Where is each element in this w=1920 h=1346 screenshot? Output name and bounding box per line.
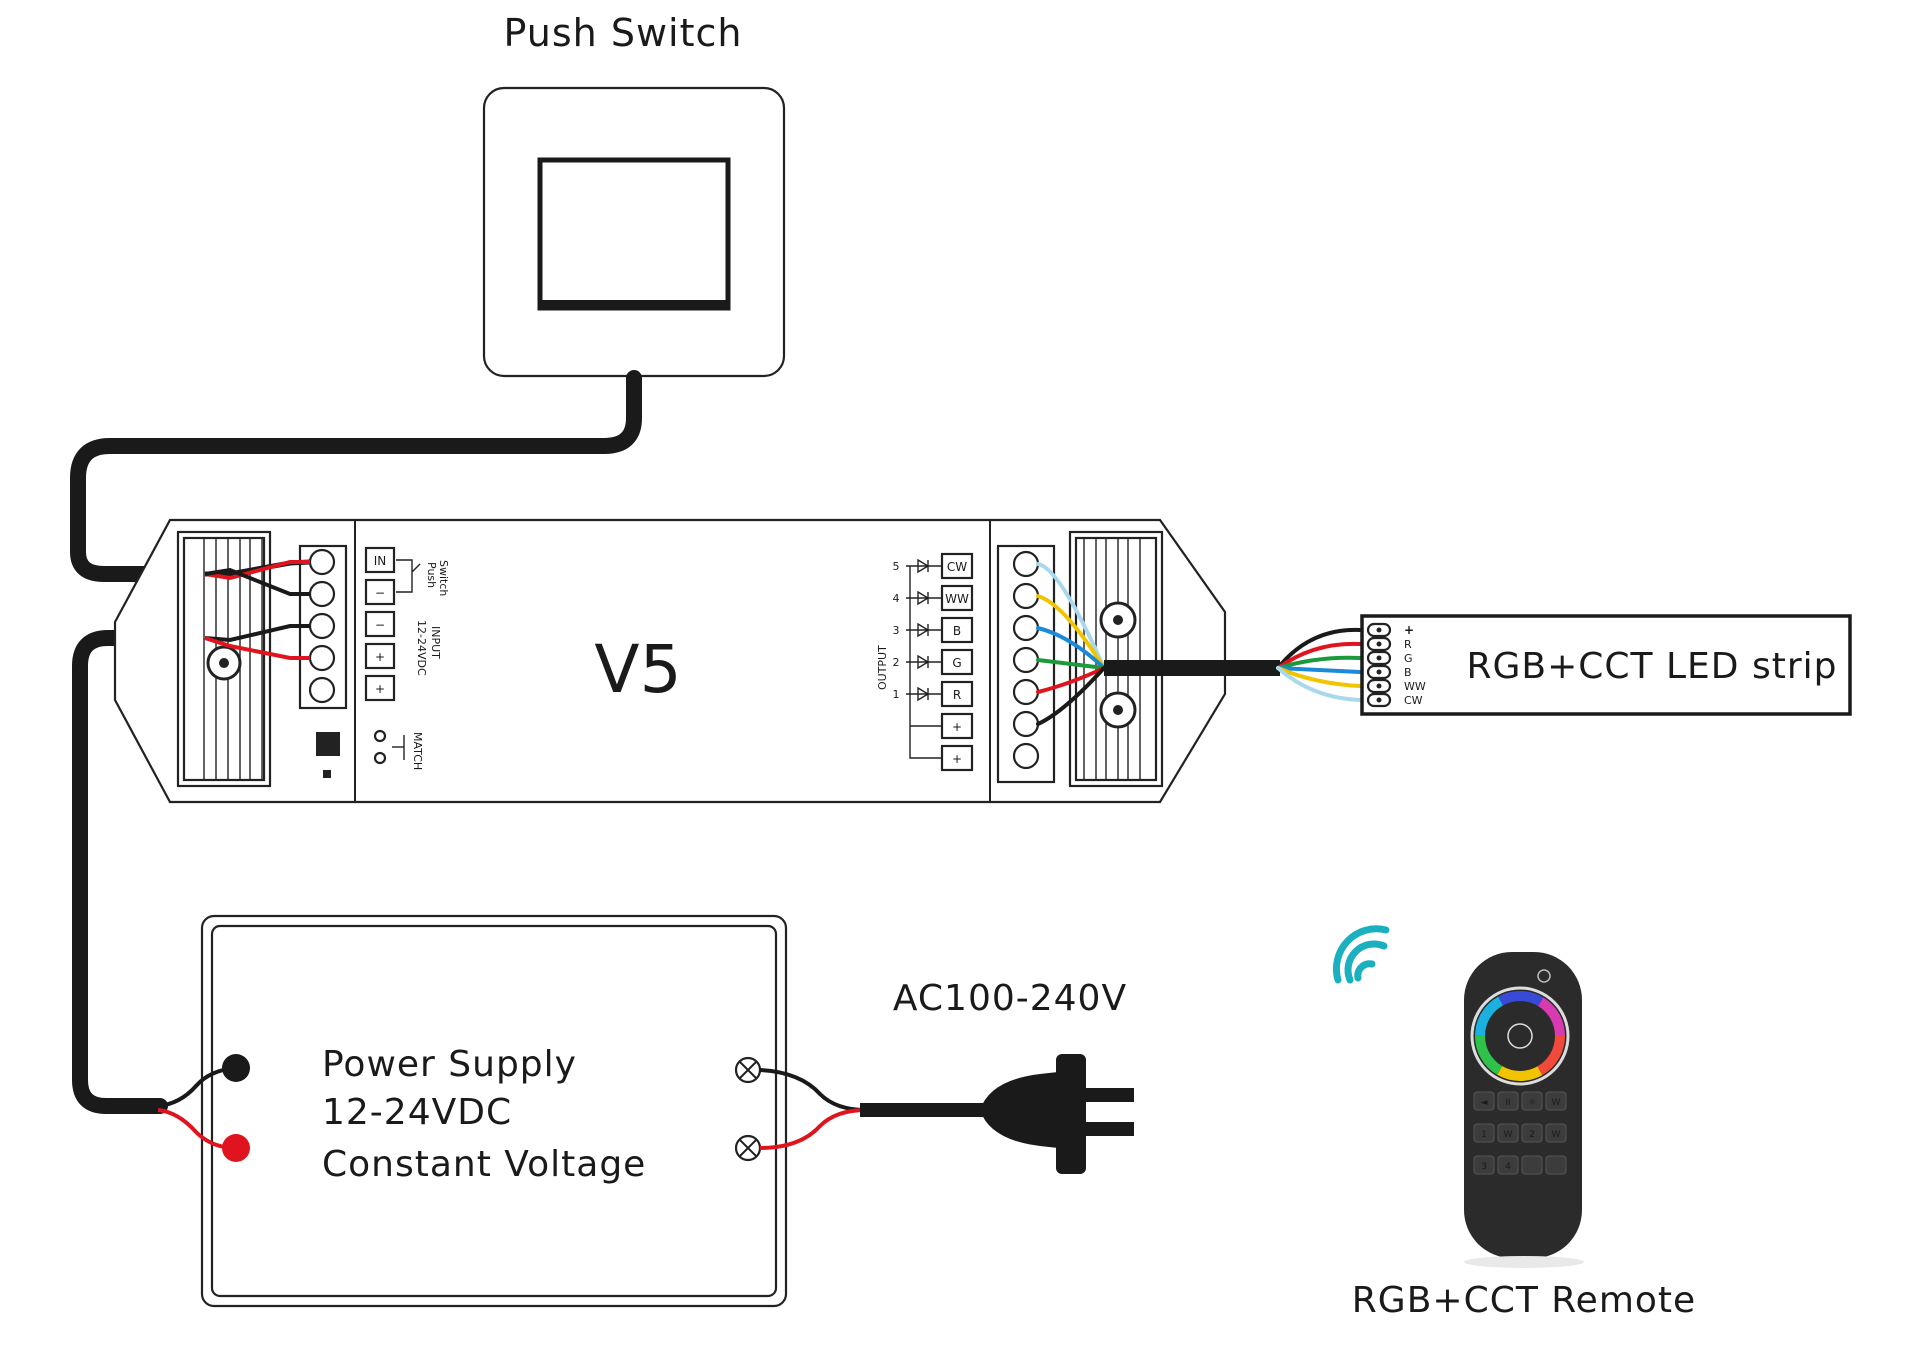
input-pin-minus-2: − — [375, 618, 385, 632]
output-pin-cw: CW — [947, 560, 967, 574]
remote-key-10: 4 — [1505, 1162, 1511, 1172]
remote-key-5: 1 — [1481, 1130, 1487, 1140]
push-switch-label: Push Switch — [504, 11, 743, 55]
remote-key-8: W — [1552, 1130, 1561, 1140]
power-supply: Power Supply 12-24VDC Constant Voltage — [200, 914, 788, 1308]
output-pin-r: R — [953, 688, 961, 702]
controller-model-label: V5 — [594, 631, 681, 708]
output-terminal-block: CW WW B G R + + 5 4 3 2 1 OUTPUT — [876, 552, 974, 772]
strip-pin-b: B — [1404, 666, 1412, 679]
remote-key-6: W — [1504, 1130, 1513, 1140]
output-pin-plus-1: + — [952, 720, 962, 734]
input-header-input: INPUT — [429, 626, 442, 659]
switch-cable — [70, 370, 642, 582]
input-pin-minus-1: − — [375, 586, 385, 600]
power-supply-label-3: Constant Voltage — [322, 1144, 646, 1185]
strip-pin-r: R — [1404, 638, 1412, 651]
led-strip: + R G B WW CW RGB+CCT LED strip — [1360, 614, 1852, 716]
input-header-voltage: 12-24VDC — [415, 620, 428, 676]
input-pin-plus-1: + — [375, 650, 385, 664]
ac-plug — [980, 1054, 1134, 1174]
output-pin-b: B — [953, 624, 961, 638]
remote-key-7: 2 — [1529, 1130, 1535, 1140]
channel-5: 5 — [893, 560, 900, 573]
channel-2: 2 — [893, 656, 900, 669]
remote-key-3: ☼ — [1528, 1098, 1536, 1108]
channel-4: 4 — [893, 592, 900, 605]
controller-v5: V5 IN − − + — [113, 518, 1280, 804]
led-strip-label: RGB+CCT LED strip — [1467, 646, 1838, 687]
input-header-push: Push — [425, 562, 438, 588]
input-pin-in: IN — [374, 554, 387, 568]
wifi-signal-icon — [1332, 925, 1390, 984]
output-pin-plus-2: + — [952, 752, 962, 766]
output-header: OUTPUT — [876, 645, 889, 690]
remote-key-9: 3 — [1481, 1162, 1487, 1172]
power-supply-label-2: 12-24VDC — [322, 1092, 512, 1133]
ac-terminal-1 — [734, 1056, 762, 1084]
power-cable — [72, 630, 213, 1114]
output-pin-ww: WW — [945, 592, 969, 606]
input-pin-plus-2: + — [375, 682, 385, 696]
remote-label: RGB+CCT Remote — [1352, 1280, 1696, 1321]
ac-terminal-2 — [734, 1134, 762, 1162]
match-label: MATCH — [411, 732, 424, 770]
strip-wires — [1276, 627, 1362, 702]
remote-key-2: II — [1505, 1098, 1510, 1108]
ac-input-label: AC100-240V — [893, 978, 1127, 1019]
strip-pin-plus: + — [1404, 623, 1414, 637]
remote-key-4: W — [1552, 1098, 1561, 1108]
output-pin-g: G — [952, 656, 961, 670]
strip-pin-ww: WW — [1404, 680, 1426, 693]
channel-3: 3 — [893, 624, 900, 637]
push-switch: Push Switch — [482, 11, 786, 378]
channel-1: 1 — [893, 688, 900, 701]
remote-key-1: ◄ — [1481, 1098, 1488, 1108]
input-terminal-block: IN − − + + Switch Push INPUT 12-24VDC MA… — [364, 546, 450, 770]
strip-pin-g: G — [1404, 652, 1413, 665]
strip-pin-cw: CW — [1404, 694, 1423, 707]
input-header-switch: Switch — [437, 560, 450, 596]
power-supply-label-1: Power Supply — [322, 1044, 577, 1085]
remote: ◄ II ☼ W 1 W 2 W 3 4 RGB+CCT Remote — [1332, 925, 1696, 1321]
